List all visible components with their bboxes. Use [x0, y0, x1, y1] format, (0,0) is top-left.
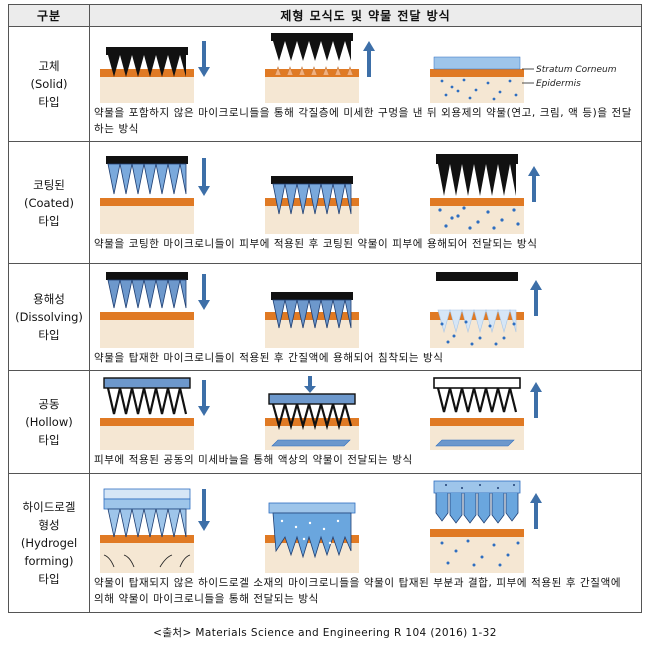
dissolving-stage-3 [430, 271, 542, 348]
diagram-cell-hollow: 피부에 적용된 공동의 미세바늘을 통해 액상의 약물이 전달되는 방식 [89, 370, 642, 474]
hydrogel-stage-2 [265, 502, 359, 573]
table-row-coated: 코팅된 (Coated) 타입 [8, 141, 642, 264]
arrow-up-icon [528, 166, 540, 202]
coated-stage-3 [430, 154, 540, 234]
solid-stage-1 [100, 40, 210, 103]
header-diagram: 제형 모식도 및 약물 전달 방식 [89, 4, 642, 27]
arrow-down-icon [198, 379, 210, 416]
solid-stage-2 [265, 32, 375, 103]
diagram-cell-coated: 약물을 코팅한 마이크로니들이 피부에 적용된 후 코팅된 약물이 피부에 용해… [89, 141, 642, 264]
dissolving-stage-2 [265, 291, 359, 348]
table-row-solid: 고체 (Solid) 타입 [8, 26, 642, 142]
coated-diagram [100, 154, 540, 234]
arrow-down-icon [198, 40, 210, 77]
dissolving-stage-1 [100, 271, 210, 348]
hydrogel-stage-3 [430, 480, 542, 573]
arrow-up-icon [530, 492, 542, 529]
arrow-down-icon [198, 488, 210, 531]
description-dissolving: 약물을 탑재한 마이크로니들이 적용된 후 간질액에 용해되어 침착되는 방식 [94, 351, 444, 364]
coated-stage-1 [100, 156, 210, 234]
arrow-down-icon [198, 273, 210, 310]
type-cell-dissolving: 용해성 (Dissolving) 타입 [8, 263, 90, 371]
description-hydrogel: 약물이 탑재되지 않은 하이드로겔 소재의 마이크로니들을 약물이 탑재된 부분… [94, 576, 622, 605]
epidermis-label: Epidermis [536, 79, 581, 89]
type-cell-hydrogel: 하이드로겔 형성 (Hydrogel forming) 타입 [8, 473, 90, 613]
header-row: 구분 제형 모식도 및 약물 전달 방식 [8, 4, 642, 27]
arrow-up-icon [530, 279, 542, 316]
hollow-stage-1 [100, 376, 210, 450]
hollow-stage-2 [265, 375, 359, 450]
arrow-up-icon [363, 40, 375, 77]
description-solid: 약물을 포함하지 않은 마이크로니들을 통해 각질층에 미세한 구멍을 낸 뒤 … [94, 106, 633, 135]
arrow-down-icon [304, 375, 316, 393]
stratum-corneum-label: Stratum Corneum [536, 65, 617, 75]
solid-stage-3: Stratum Corneum Epidermis [430, 56, 617, 103]
hydrogel-diagram [100, 480, 542, 573]
arrow-down-icon [198, 158, 210, 196]
diagram-cell-solid: Stratum Corneum Epidermis 약물을 포함하지 않은 마이… [89, 26, 642, 142]
type-cell-coated: 코팅된 (Coated) 타입 [8, 141, 90, 264]
description-coated: 약물을 코팅한 마이크로니들이 피부에 적용된 후 코팅된 약물이 피부에 용해… [94, 238, 538, 250]
source-caption: <출처> Materials Science and Engineering R… [153, 627, 497, 639]
type-cell-hollow: 공동 (Hollow) 타입 [8, 370, 90, 474]
description-hollow: 피부에 적용된 공동의 미세바늘을 통해 액상의 약물이 전달되는 방식 [94, 453, 413, 466]
arrow-up-icon [530, 381, 542, 418]
delivery-table: 구분 제형 모식도 및 약물 전달 방식 고체 (Solid) 타입 [8, 4, 642, 613]
coated-stage-2 [265, 176, 359, 234]
header-type: 구분 [8, 4, 90, 27]
table-row-hydrogel: 하이드로겔 형성 (Hydrogel forming) 타입 [8, 473, 642, 613]
hydrogel-stage-1 [100, 488, 210, 573]
hollow-diagram [100, 375, 542, 450]
type-cell-solid: 고체 (Solid) 타입 [8, 26, 90, 142]
diagram-cell-dissolving: 약물을 탑재한 마이크로니들이 적용된 후 간질액에 용해되어 침착되는 방식 [89, 263, 642, 371]
table-row-hollow: 공동 (Hollow) 타입 [8, 370, 642, 474]
solid-diagram: Stratum Corneum Epidermis [100, 32, 617, 103]
table-row-dissolving: 용해성 (Dissolving) 타입 [8, 263, 642, 371]
dissolving-diagram [100, 271, 542, 348]
hollow-stage-3 [430, 376, 542, 450]
diagram-cell-hydrogel: 약물이 탑재되지 않은 하이드로겔 소재의 마이크로니들을 약물이 탑재된 부분… [89, 473, 642, 613]
